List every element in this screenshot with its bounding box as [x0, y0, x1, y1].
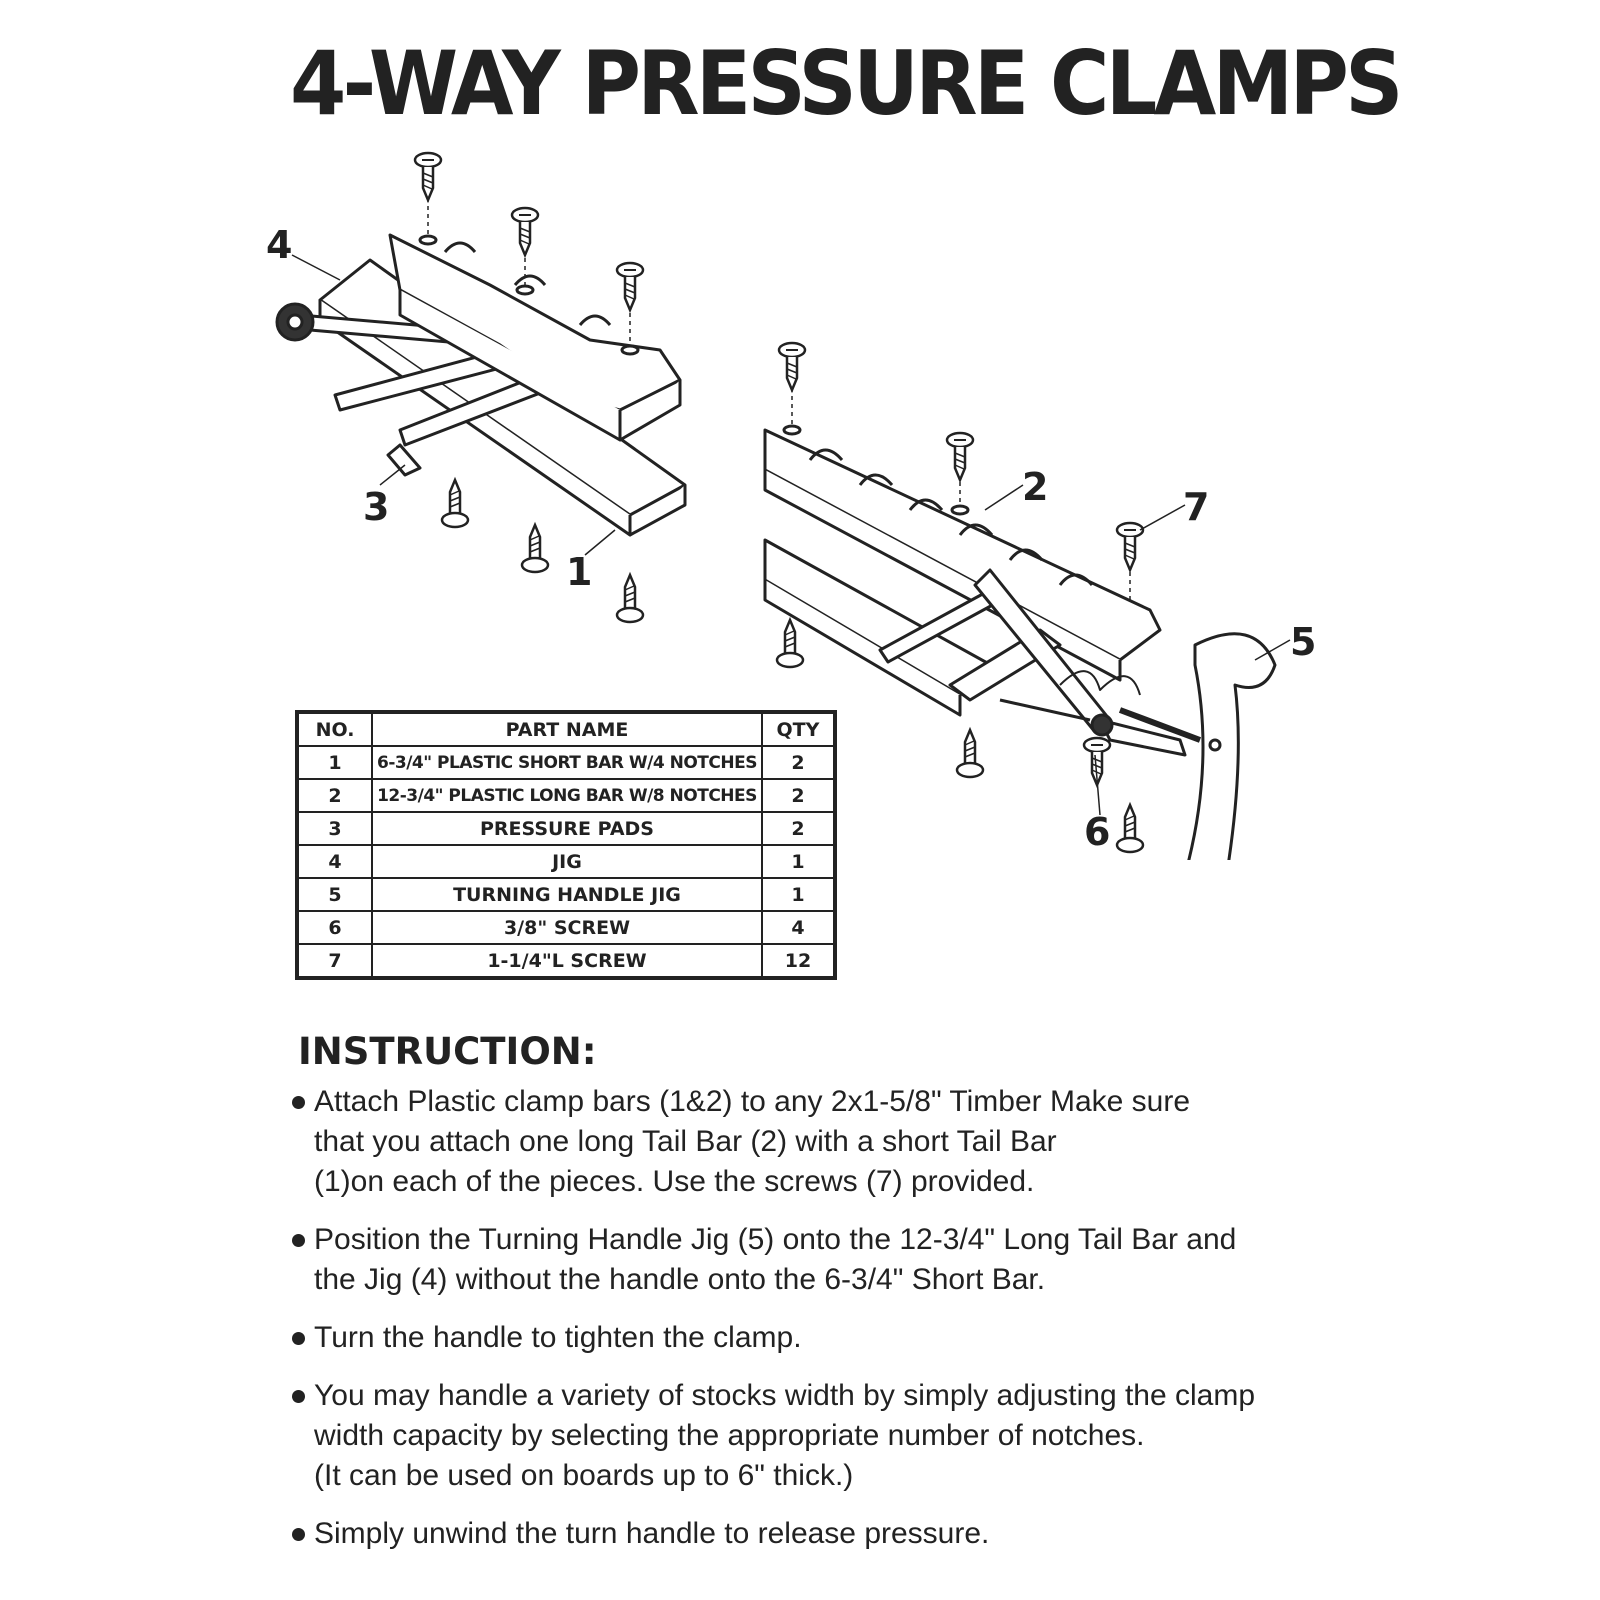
header-part-name: PART NAME [371, 711, 763, 747]
cell-no: 5 [296, 877, 373, 912]
header-qty: QTY [760, 711, 836, 747]
cell-no: 2 [296, 778, 373, 813]
cell-no: 6 [296, 910, 373, 945]
diagram-label-6: 6 [1084, 810, 1110, 854]
table-row: 5 TURNING HANDLE JIG 1 [296, 877, 836, 912]
instruction-line: Attach Plastic clamp bars (1&2) to any 2… [314, 1085, 1191, 1118]
leader-lines [291, 254, 1291, 816]
list-item: Simply unwind the turn handle to release… [292, 1514, 1312, 1554]
header-no: NO. [296, 711, 373, 747]
instruction-heading: INSTRUCTION: [298, 1030, 597, 1073]
diagram-label-2: 2 [1022, 465, 1048, 509]
table-header-row: NO. PART NAME QTY [296, 711, 836, 747]
list-item: Turn the handle to tighten the clamp. [292, 1318, 1312, 1358]
diagram-label-1: 1 [566, 550, 592, 594]
page-title: 4-WAY PRESSURE CLAMPS [290, 32, 1403, 135]
instruction-line: You may handle a variety of stocks width… [314, 1379, 1256, 1412]
cell-no: 4 [296, 844, 373, 879]
cell-no: 3 [296, 811, 373, 846]
instruction-line: the Jig (4) without the handle onto the … [314, 1263, 1046, 1296]
instruction-line: Position the Turning Handle Jig (5) onto… [314, 1223, 1237, 1256]
right-clamp-assembly [763, 380, 1277, 860]
diagram-label-7: 7 [1183, 485, 1209, 529]
cell-no: 7 [296, 943, 373, 979]
cell-qty: 2 [760, 745, 836, 780]
table-row: 3 PRESSURE PADS 2 [296, 811, 836, 846]
instruction-line: (It can be used on boards up to 6" thick… [314, 1459, 854, 1492]
table-row: 6 3/8" SCREW 4 [296, 910, 836, 945]
exploded-assembly-diagram: 4 3 1 2 7 5 6 [266, 151, 1316, 860]
instruction-line: width capacity by selecting the appropri… [314, 1419, 1145, 1452]
cell-part-name: 1-1/4"L SCREW [371, 943, 763, 979]
cell-no: 1 [296, 745, 373, 780]
instruction-list: Attach Plastic clamp bars (1&2) to any 2… [292, 1082, 1312, 1572]
list-item: Position the Turning Handle Jig (5) onto… [292, 1220, 1312, 1300]
instruction-line: Turn the handle to tighten the clamp. [314, 1321, 802, 1354]
bullet-icon [292, 1096, 305, 1109]
instruction-line: (1)on each of the pieces. Use the screws… [314, 1165, 1035, 1198]
cell-part-name: 3/8" SCREW [371, 910, 763, 945]
bullet-icon [292, 1332, 305, 1345]
cell-qty: 2 [760, 778, 836, 813]
list-item: Attach Plastic clamp bars (1&2) to any 2… [292, 1082, 1312, 1202]
bullet-icon [292, 1390, 305, 1403]
cell-qty: 1 [760, 877, 836, 912]
cell-part-name: 12-3/4" PLASTIC LONG BAR W/8 NOTCHES [371, 778, 763, 813]
left-clamp-assembly [275, 190, 687, 537]
diagram-label-4: 4 [266, 223, 292, 267]
table-row: 4 JIG 1 [296, 844, 836, 879]
cell-part-name: JIG [371, 844, 763, 879]
table-row: 7 1-1/4"L SCREW 12 [296, 943, 836, 979]
parts-table: NO. PART NAME QTY 1 6-3/4" PLASTIC SHORT… [295, 710, 837, 980]
diagram-label-3: 3 [363, 485, 389, 529]
bullet-icon [292, 1234, 305, 1247]
instruction-line: Simply unwind the turn handle to release… [314, 1517, 990, 1550]
cell-part-name: PRESSURE PADS [371, 811, 763, 846]
list-item: You may handle a variety of stocks width… [292, 1376, 1312, 1496]
cell-qty: 2 [760, 811, 836, 846]
table-row: 1 6-3/4" PLASTIC SHORT BAR W/4 NOTCHES 2 [296, 745, 836, 780]
instruction-line: that you attach one long Tail Bar (2) wi… [314, 1125, 1057, 1158]
bullet-icon [292, 1528, 305, 1541]
cell-part-name: 6-3/4" PLASTIC SHORT BAR W/4 NOTCHES [371, 745, 763, 780]
diagram-label-5: 5 [1290, 620, 1316, 664]
table-row: 2 12-3/4" PLASTIC LONG BAR W/8 NOTCHES 2 [296, 778, 836, 813]
cell-qty: 12 [760, 943, 836, 979]
cell-qty: 1 [760, 844, 836, 879]
cell-part-name: TURNING HANDLE JIG [371, 877, 763, 912]
cell-qty: 4 [760, 910, 836, 945]
